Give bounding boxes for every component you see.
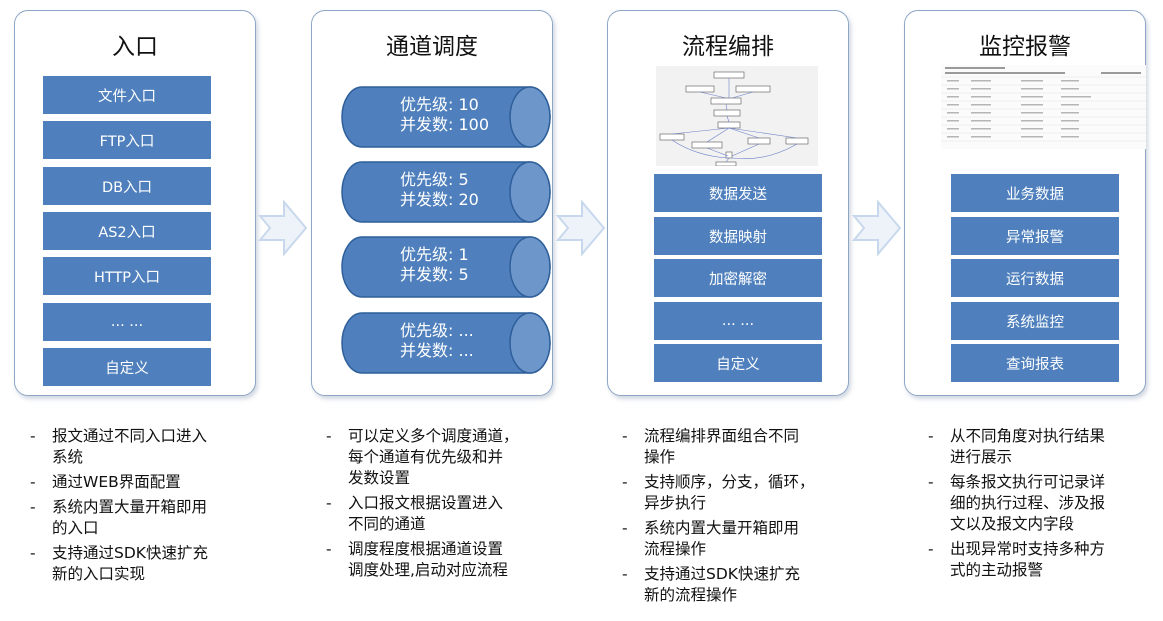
panel-flow-orchestration: 流程编排 数据发送 数据映射 加密解密 ... ... 自定义 <box>607 10 849 396</box>
bullet-list: -从不同角度对执行结果进行展示 -每条报文执行可记录详细的执行过程、涉及报文以及… <box>928 426 1158 585</box>
cylinder-shape <box>341 86 551 148</box>
channel-concurrency: 并发数: 5 <box>400 265 469 284</box>
bullet-dash: - <box>326 494 332 512</box>
entry-more[interactable]: ... ... <box>43 303 211 341</box>
right-arrow-icon <box>556 199 606 257</box>
bullet-list: -可以定义多个调度通道，每个通道有优先级和并发数设置 -入口报文根据设置进入不同… <box>326 426 558 585</box>
panel-entry: 入口 文件入口 FTP入口 DB入口 AS2入口 HTTP入口 ... ... … <box>14 10 256 396</box>
bullet-dash: - <box>622 565 628 583</box>
monitor-system[interactable]: 系统监控 <box>951 302 1119 340</box>
bullet-list: -流程编排界面组合不同操作 -支持顺序，分支，循环，异步执行 -系统内置大量开箱… <box>622 426 852 610</box>
right-arrow-icon <box>258 199 308 257</box>
bullet-dash: - <box>622 473 628 491</box>
panel-channel-dispatch: 通道调度 优先级: 10 并发数: 100 优先级: 5 并发数: 20 优先级… <box>311 10 553 396</box>
bullet-dash: - <box>326 427 332 445</box>
bullet-dash: - <box>30 427 36 445</box>
monitor-query-report[interactable]: 查询报表 <box>951 344 1119 382</box>
channel-priority: 优先级: 5 <box>400 170 469 189</box>
channel-concurrency: 并发数: 100 <box>400 115 490 134</box>
cylinder-shape <box>341 161 551 223</box>
bullet-list: -报文通过不同入口进入系统 -通过WEB界面配置 -系统内置大量开箱即用的入口 … <box>30 426 260 589</box>
flow-data-mapping[interactable]: 数据映射 <box>654 217 822 255</box>
channel-cylinder[interactable]: 优先级: 1 并发数: 5 <box>340 235 554 299</box>
bullet-item: -入口报文根据设置进入不同的通道 <box>326 494 504 533</box>
monitor-business-data[interactable]: 业务数据 <box>951 174 1119 212</box>
channel-priority: 优先级: 1 <box>400 245 469 264</box>
channel-concurrency: 并发数: 20 <box>400 190 479 209</box>
monitor-runtime-data[interactable]: 运行数据 <box>951 259 1119 297</box>
panel-title: 监控报警 <box>979 34 1071 60</box>
right-arrow-icon <box>852 199 902 257</box>
bullet-dash: - <box>30 498 36 516</box>
channel-cylinder[interactable]: 优先级: ... 并发数: ... <box>340 311 554 375</box>
bullet-item: -从不同角度对执行结果进行展示 <box>928 427 1106 466</box>
flow-custom[interactable]: 自定义 <box>654 344 822 382</box>
entry-db[interactable]: DB入口 <box>43 167 211 205</box>
panel-title: 入口 <box>112 34 158 60</box>
bullet-dash: - <box>30 544 36 562</box>
bullet-item: -支持顺序，分支，循环，异步执行 <box>622 473 815 512</box>
cylinder-shape <box>341 312 551 374</box>
report-table-thumbnail <box>941 65 1146 149</box>
entry-file[interactable]: 文件入口 <box>43 76 211 114</box>
entry-custom[interactable]: 自定义 <box>43 348 211 386</box>
bullet-dash: - <box>928 427 934 445</box>
flow-encrypt-decrypt[interactable]: 加密解密 <box>654 259 822 297</box>
bullet-dash: - <box>622 519 628 537</box>
bullet-item: -流程编排界面组合不同操作 <box>622 427 800 466</box>
entry-as2[interactable]: AS2入口 <box>43 212 211 250</box>
bullet-item: -系统内置大量开箱即用的入口 <box>30 498 208 537</box>
bullet-item: -报文通过不同入口进入系统 <box>30 427 208 466</box>
panel-monitoring-alert: 监控报警 业务数据 异常报警 运行数据 系统监控 查询报表 <box>904 10 1146 396</box>
channel-cylinder[interactable]: 优先级: 5 并发数: 20 <box>340 160 554 224</box>
bullet-item: -出现异常时支持多种方式的主动报警 <box>928 540 1106 579</box>
bullet-item: -支持通过SDK快速扩充新的入口实现 <box>30 544 208 583</box>
bullet-item: -通过WEB界面配置 <box>30 473 181 491</box>
panel-title: 流程编排 <box>682 34 774 60</box>
channel-concurrency: 并发数: ... <box>400 341 474 360</box>
bullet-dash: - <box>928 540 934 558</box>
channel-priority: 优先级: 10 <box>400 95 479 114</box>
bullet-dash: - <box>30 473 36 491</box>
bullet-dash: - <box>326 540 332 558</box>
bullet-item: -调度程度根据通道设置调度处理,启动对应流程 <box>326 540 508 579</box>
bullet-item: -可以定义多个调度通道，每个通道有优先级和并发数设置 <box>326 427 519 487</box>
bullet-item: -系统内置大量开箱即用流程操作 <box>622 519 800 558</box>
flow-more[interactable]: ... ... <box>654 302 822 340</box>
flow-data-send[interactable]: 数据发送 <box>654 174 822 212</box>
bullet-item: -每条报文执行可记录详细的执行过程、涉及报文以及报文内字段 <box>928 473 1106 533</box>
entry-http[interactable]: HTTP入口 <box>43 257 211 295</box>
cylinder-shape <box>341 236 551 298</box>
bullet-item: -支持通过SDK快速扩充新的流程操作 <box>622 565 800 604</box>
bullet-dash: - <box>928 473 934 491</box>
flow-diagram-thumbnail <box>656 66 818 166</box>
entry-ftp[interactable]: FTP入口 <box>43 121 211 159</box>
bullet-dash: - <box>622 427 628 445</box>
channel-cylinder[interactable]: 优先级: 10 并发数: 100 <box>340 85 554 149</box>
panel-title: 通道调度 <box>386 34 478 60</box>
monitor-exception-alert[interactable]: 异常报警 <box>951 217 1119 255</box>
channel-priority: 优先级: ... <box>400 321 474 340</box>
